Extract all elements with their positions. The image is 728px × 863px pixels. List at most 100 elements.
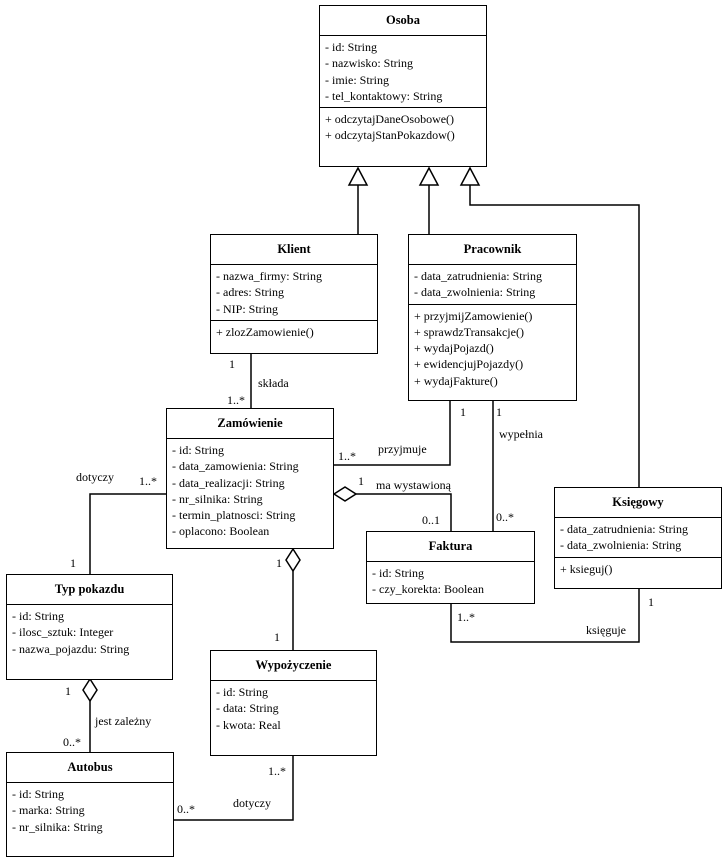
multiplicity: 1..* [227, 393, 245, 407]
operations: + przyjmijZamowienie() + sprawdzTransakc… [409, 303, 576, 392]
multiplicity: 1..* [268, 764, 286, 778]
class-name: Zamówienie [167, 409, 333, 439]
attribute: - nazwa_firmy: String [216, 269, 322, 283]
attribute: - nazwisko: String [325, 56, 413, 71]
generalization-arrowhead [418, 166, 440, 186]
faktura-ksiegowy-association [450, 589, 640, 643]
attribute: - data_zwolnienia: String [414, 285, 536, 300]
zamowienie-faktura-aggregation [356, 493, 452, 532]
attribute: - imie: String [325, 72, 389, 87]
class-name: Autobus [7, 753, 173, 783]
class-name: Faktura [367, 532, 534, 562]
class-autobus: Autobus - id: String - marka: String - n… [6, 752, 174, 857]
operations: + ksieguj() [555, 556, 721, 580]
multiplicity: 1 [276, 556, 282, 570]
class-name: Typ pokazdu [7, 575, 172, 605]
class-name: Klient [211, 235, 377, 265]
attributes: - nazwa_firmy: String - adres: String - … [211, 265, 377, 320]
class-ksiegowy: Księgowy - data_zatrudnienia: String - d… [554, 487, 722, 589]
attribute: - id: String [12, 609, 65, 623]
multiplicity: 1 [460, 405, 466, 419]
generalization-arrowhead [347, 166, 369, 186]
multiplicity: 1..* [338, 449, 356, 463]
attribute: - tel_kontaktowy: String [325, 88, 443, 103]
ksiegowy-osoba-generalization [469, 185, 640, 488]
attributes: - id: String - data: String - kwota: Rea… [211, 681, 376, 736]
association-label: dotyczy [76, 470, 114, 484]
operation: + ewidencjujPojazdy() [414, 357, 524, 372]
attribute: - data_zatrudnienia: String [414, 269, 542, 283]
operations: + zlozZamowienie() [211, 319, 377, 343]
attribute: - oplacono: Boolean [172, 524, 270, 539]
attributes: - id: String - marka: String - nr_silnik… [7, 783, 173, 838]
attribute: - czy_korekta: Boolean [372, 582, 484, 597]
attribute: - NIP: String [216, 301, 279, 316]
association-label: jest zależny [95, 714, 152, 728]
attribute: - nr_silnika: String [12, 819, 103, 834]
association-label: składa [258, 376, 289, 390]
attribute: - nr_silnika: String [172, 491, 263, 506]
operation: + wydajPojazd() [414, 341, 494, 356]
operation: + ksieguj() [560, 561, 613, 576]
typ-zamowienie-association [89, 493, 167, 575]
attribute: - id: String [372, 566, 425, 580]
attribute: - marka: String [12, 803, 85, 818]
operation: + sprawdzTransakcje() [414, 324, 524, 339]
class-zamowienie: Zamówienie - id: String - data_zamowieni… [166, 408, 334, 549]
multiplicity: 1..* [139, 474, 157, 488]
aggregation-diamond [82, 677, 98, 703]
association-label: dotyczy [233, 796, 271, 810]
attribute: - termin_platnosci: String [172, 508, 296, 523]
attribute: - kwota: Real [216, 717, 281, 732]
multiplicity: 1..* [457, 610, 475, 624]
attribute: - id: String [12, 787, 65, 801]
operation: + wydajFakture() [414, 373, 498, 388]
attribute: - adres: String [216, 285, 284, 300]
association-label: księguje [586, 623, 626, 637]
attributes: - id: String - ilosc_sztuk: Integer - na… [7, 605, 172, 660]
attribute: - data_zatrudnienia: String [560, 522, 688, 536]
attributes: - id: String - czy_korekta: Boolean [367, 562, 534, 601]
pracownik-zamowienie-association [334, 401, 451, 466]
attribute: - nazwa_pojazdu: String [12, 641, 130, 656]
attributes: - id: String - data_zamowienia: String -… [167, 439, 333, 543]
attributes: - data_zatrudnienia: String - data_zwoln… [409, 265, 576, 304]
association-label: wypełnia [499, 427, 543, 441]
association-label: przyjmuje [378, 442, 427, 456]
attributes: - id: String - nazwisko: String - imie: … [320, 36, 486, 107]
class-pracownik: Pracownik - data_zatrudnienia: String - … [408, 234, 577, 401]
operation: + przyjmijZamowienie() [414, 308, 533, 323]
class-typ-pokazdu: Typ pokazdu - id: String - ilosc_sztuk: … [6, 574, 173, 680]
class-name: Osoba [320, 6, 486, 36]
attribute: - ilosc_sztuk: Integer [12, 625, 114, 640]
class-name: Księgowy [555, 488, 721, 518]
attribute: - id: String [216, 685, 269, 699]
association-label: ma wystawioną [376, 478, 451, 492]
multiplicity: 0..* [63, 735, 81, 749]
attribute: - data_zwolnienia: String [560, 538, 682, 553]
attribute: - data_realizacji: String [172, 475, 285, 490]
multiplicity: 1 [648, 595, 654, 609]
multiplicity: 0..* [177, 802, 195, 816]
multiplicity: 1 [358, 474, 364, 488]
attribute: - data_zamowienia: String [172, 459, 299, 474]
attribute: - data: String [216, 701, 279, 716]
multiplicity: 1 [229, 357, 235, 371]
class-faktura: Faktura - id: String - czy_korekta: Bool… [366, 531, 535, 604]
aggregation-diamond [285, 547, 301, 573]
aggregation-diamond [332, 486, 358, 502]
operation: + odczytajStanPokazdow() [325, 128, 455, 143]
operation: + odczytajDaneOsobowe() [325, 112, 455, 127]
class-name: Wypożyczenie [211, 651, 376, 681]
wypozyczenie-autobus-association [173, 755, 294, 821]
operation: + zlozZamowienie() [216, 324, 314, 339]
class-osoba: Osoba - id: String - nazwisko: String - … [319, 5, 487, 167]
multiplicity: 1 [274, 630, 280, 644]
multiplicity: 0..1 [422, 513, 440, 527]
attributes: - data_zatrudnienia: String - data_zwoln… [555, 518, 721, 557]
attribute: - id: String [325, 40, 378, 54]
class-name: Pracownik [409, 235, 576, 265]
multiplicity: 1 [496, 405, 502, 419]
multiplicity: 1 [70, 556, 76, 570]
